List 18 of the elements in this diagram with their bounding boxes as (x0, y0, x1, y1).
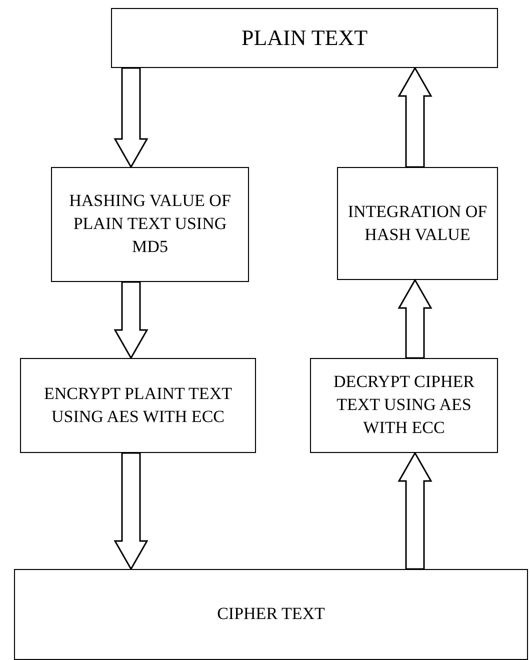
process-box (20, 358, 256, 453)
block-arrow (398, 66, 432, 168)
block-arrow (114, 67, 148, 169)
box-label: INTEGRATION OF HASH VALUE (346, 200, 488, 246)
block-arrow (114, 452, 148, 571)
box-label: CIPHER TEXT (217, 603, 325, 626)
box-label: DECRYPT CIPHER TEXT USING AES WITH ECC (332, 371, 476, 439)
box-label: PLAIN TEXT (241, 24, 368, 52)
block-arrow (398, 451, 432, 570)
box-label: ENCRYPT PLAINT TEXT USING AES WITH ECC (43, 382, 233, 428)
box-label: HASHING VALUE OF PLAIN TEXT USING MD5 (68, 190, 232, 258)
block-arrow (114, 281, 148, 360)
process-box (111, 8, 498, 68)
process-box (14, 569, 528, 660)
process-box (51, 167, 249, 282)
block-arrow (398, 278, 432, 359)
process-box (310, 358, 498, 453)
process-box (337, 167, 498, 280)
